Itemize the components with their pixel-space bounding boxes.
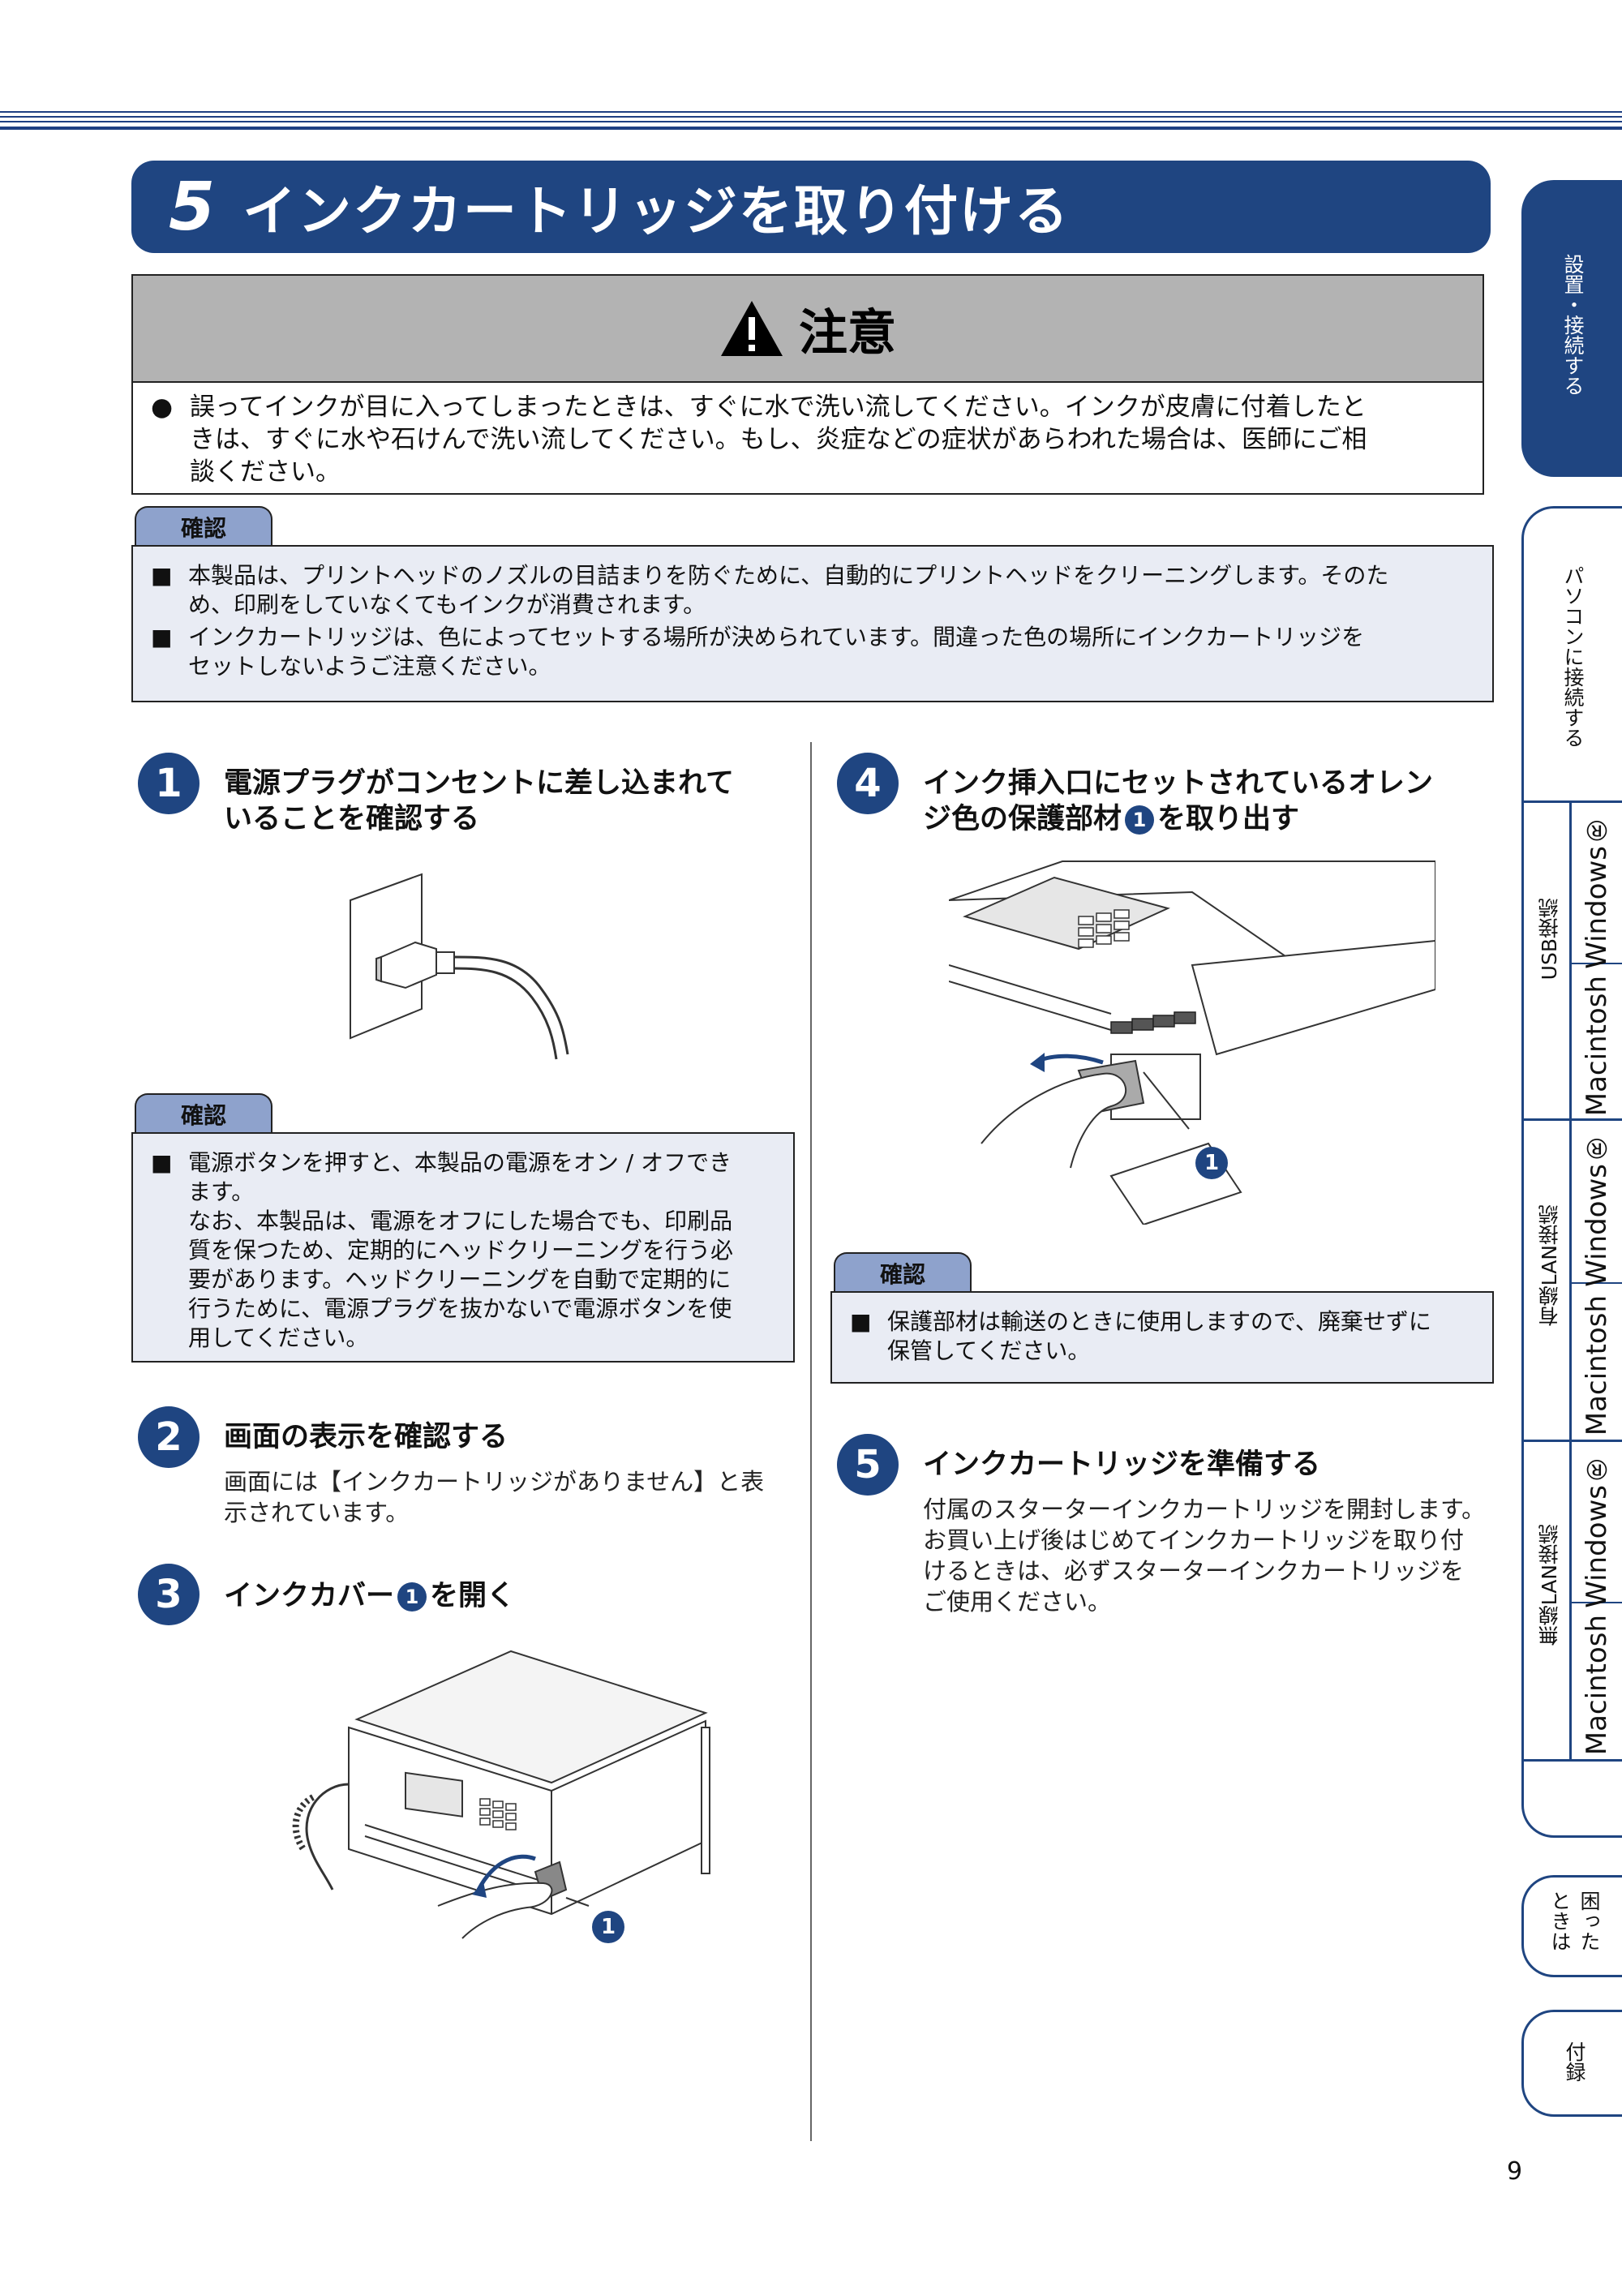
tab-divider-short	[1569, 963, 1622, 964]
caution-line: 誤ってインクが目に入ってしまったときは、すぐに水で洗い流してください。インクが皮…	[190, 393, 1367, 422]
caution-title: 注意	[799, 304, 896, 362]
check-line: 行うために、電源プラグを抜かないで電源ボタンを使	[188, 1295, 732, 1322]
number-1-icon: 1	[1125, 805, 1155, 835]
tab-divider-short	[1569, 1282, 1622, 1284]
step-1-title-line: 電源プラグがコンセントに差し込まれて	[224, 767, 734, 800]
column-divider	[810, 742, 812, 2141]
check-line: インクカートリッジは、色によってセットする場所が決められています。間違った色の場…	[188, 624, 1365, 650]
caution-box: 注意 ● 誤ってインクが目に入ってしまったときは、すぐに水で洗い流してください。…	[131, 274, 1484, 495]
tab-divider	[1524, 1759, 1622, 1762]
step-2-desc-line: 示されています。	[224, 1499, 410, 1526]
tab-wireless-label: 無線LAN接続	[1538, 1524, 1561, 1646]
check-box-step1: ■ 電源ボタンを押すと、本製品の電源をオン / オフでき ます。 なお、本製品は…	[131, 1132, 795, 1363]
tab-divider-short	[1569, 1602, 1622, 1603]
section-title-bar: 5 インクカートリッジを取り付ける	[131, 161, 1491, 253]
step-5-desc-line: 付属のスターターインクカートリッジを開封します。	[923, 1496, 1486, 1523]
check-label: 確認	[135, 506, 272, 547]
step-2-desc-line: 画面には【インクカートリッジがありません】と表	[224, 1468, 765, 1496]
tab-pc-connect-label: パソコンに接続する	[1561, 565, 1585, 748]
step-4-title-line: インク挿入口にセットされているオレン	[923, 767, 1433, 800]
step-5-title: インクカートリッジを準備する	[923, 1448, 1321, 1481]
tab-usb-macintosh[interactable]: Macintosh	[1581, 976, 1613, 1117]
header-line	[0, 116, 1622, 118]
step-2-badge: 2	[138, 1406, 200, 1468]
step-5-badge: 5	[837, 1434, 899, 1496]
check-label: 確認	[834, 1252, 972, 1293]
square-bullet-icon: ■	[151, 562, 173, 589]
caution-line: 談ください。	[190, 457, 341, 487]
tab-setup[interactable]: 設置・接続する	[1521, 180, 1622, 477]
step-2-title: 画面の表示を確認する	[224, 1421, 508, 1453]
ink-slot-illustration	[949, 860, 1435, 1225]
caution-header: 注意	[133, 276, 1483, 383]
check-box-step4: ■ 保護部材は輸送のときに使用しますので、廃棄せずに 保管してください。	[830, 1291, 1494, 1384]
check-line: 電源ボタンを押すと、本製品の電源をオン / オフでき	[188, 1149, 732, 1176]
power-plug-illustration	[350, 873, 569, 1060]
callout-1: 1	[592, 1911, 624, 1943]
tab-divider	[1524, 800, 1622, 803]
tab-wired-macintosh[interactable]: Macintosh	[1581, 1295, 1613, 1436]
check-line: 要があります。ヘッドクリーニングを自動で定期的に	[188, 1266, 732, 1293]
tab-divider	[1524, 1118, 1622, 1121]
page-number: 9	[1507, 2157, 1523, 2186]
tab-trouble-label: 困ったときは	[1548, 1890, 1601, 1951]
section-title: インクカートリッジを取り付ける	[242, 180, 1071, 242]
check-line: ます。	[188, 1178, 255, 1205]
tab-wired-windows[interactable]: Windows®	[1581, 1131, 1613, 1287]
number-1-icon: 1	[397, 1582, 427, 1611]
step-4-title-text: を取り出す	[1157, 803, 1300, 835]
tab-usb-windows[interactable]: Windows®	[1581, 813, 1613, 969]
check-box-top: ■ 本製品は、プリントヘッドのノズルの目詰まりを防ぐために、自動的にプリントヘッ…	[131, 545, 1494, 702]
callout-1: 1	[1195, 1147, 1228, 1179]
tab-wired-label: 有線LAN接続	[1538, 1204, 1561, 1327]
tab-wireless-windows[interactable]: Windows®	[1581, 1453, 1613, 1608]
step-1-title-line: いることを確認する	[224, 803, 480, 835]
step-3-title-text: インクカバー	[224, 1580, 395, 1612]
check-line: 保護部材は輸送のときに使用しますので、廃棄せずに	[887, 1308, 1431, 1335]
tab-appendix[interactable]: 付録	[1521, 2010, 1622, 2117]
tab-setup-label: 設置・接続する	[1561, 254, 1585, 396]
tab-wireless-macintosh[interactable]: Macintosh	[1581, 1615, 1613, 1756]
tab-trouble[interactable]: 困ったときは	[1521, 1875, 1622, 1977]
bullet-icon: ●	[151, 393, 174, 422]
tab-divider-vertical	[1569, 803, 1572, 1759]
step-1-title: 電源プラグがコンセントに差し込まれて いることを確認する	[224, 766, 734, 837]
square-bullet-icon: ■	[850, 1308, 872, 1335]
step-5-desc-line: お買い上げ後はじめてインクカートリッジを取り付	[923, 1526, 1465, 1554]
check-line: 質を保つため、定期的にヘッドクリーニングを行う必	[188, 1237, 734, 1264]
step-4-badge: 4	[837, 753, 899, 814]
check-line: 用してください。	[188, 1324, 369, 1351]
header-line	[0, 121, 1622, 122]
header-line	[0, 111, 1622, 113]
check-label: 確認	[135, 1093, 272, 1134]
step-5-desc: 付属のスターターインクカートリッジを開封します。 お買い上げ後はじめてインクカー…	[923, 1494, 1485, 1617]
caution-text: ● 誤ってインクが目に入ってしまったときは、すぐに水で洗い流してください。インク…	[151, 391, 1465, 488]
check-line: 本製品は、プリントヘッドのノズルの目詰まりを防ぐために、自動的にプリントヘッドを…	[188, 562, 1389, 589]
section-number: 5	[169, 168, 216, 246]
check-line: め、印刷をしていなくてもインクが消費されます。	[188, 591, 706, 618]
check-line: 保管してください。	[887, 1337, 1091, 1364]
step-3-title-text: を開く	[430, 1580, 516, 1612]
header-line	[0, 127, 1622, 130]
step-3-badge: 3	[138, 1564, 200, 1625]
check-line: セットしないようご注意ください。	[188, 653, 551, 680]
square-bullet-icon: ■	[151, 624, 173, 650]
caution-line: きは、すぐに水や石けんで洗い流してください。もし、炎症などの症状があらわれた場合…	[190, 425, 1367, 454]
tab-usb-label: USB接続	[1538, 898, 1561, 981]
step-5-desc-line: ご使用ください。	[923, 1588, 1112, 1616]
step-5-desc-line: けるときは、必ずスターターインクカートリッジを	[923, 1557, 1465, 1585]
tab-divider	[1524, 1440, 1622, 1442]
tab-pc-connect[interactable]: パソコンに接続する USB接続 Windows® Macintosh 有線LAN…	[1521, 506, 1622, 1838]
step-4-title-text: ジ色の保護部材	[923, 803, 1122, 835]
tab-appendix-label: 付録	[1563, 2041, 1586, 2082]
step-1-badge: 1	[138, 753, 200, 814]
printer-open-cover-illustration	[292, 1650, 710, 1939]
square-bullet-icon: ■	[151, 1149, 173, 1176]
step-2-desc: 画面には【インクカートリッジがありません】と表 示されています。	[224, 1466, 764, 1528]
check-line: なお、本製品は、電源をオフにした場合でも、印刷品	[188, 1208, 733, 1234]
warning-icon	[721, 301, 783, 356]
